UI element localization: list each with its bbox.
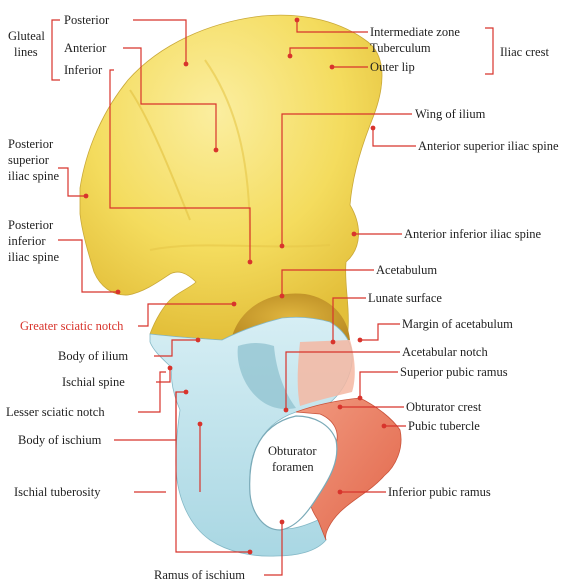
label-margin-of-acetabulum: Margin of acetabulum bbox=[402, 317, 513, 331]
label-inferior-pubic-ramus: Inferior pubic ramus bbox=[388, 485, 491, 499]
label-anterior-superior-iliac-spine: Anterior superior iliac spine bbox=[418, 139, 559, 153]
label-psis-line3: iliac spine bbox=[8, 169, 59, 183]
gluteal-lines-label-line2: lines bbox=[14, 45, 38, 59]
label-piis-line3: iliac spine bbox=[8, 250, 59, 264]
label-lunate-surface: Lunate surface bbox=[368, 291, 442, 305]
label-obturator-crest: Obturator crest bbox=[406, 400, 482, 414]
label-ramus-of-ischium: Ramus of ischium bbox=[154, 568, 245, 580]
label-lesser-sciatic-notch: Lesser sciatic notch bbox=[6, 405, 105, 419]
label-inferior: Inferior bbox=[64, 63, 103, 77]
label-ischial-tuberosity: Ischial tuberosity bbox=[14, 485, 101, 499]
label-anterior-inferior-iliac-spine: Anterior inferior iliac spine bbox=[404, 227, 542, 241]
ilium-wing bbox=[80, 15, 382, 340]
label-outer-lip: Outer lip bbox=[370, 60, 415, 74]
label-superior-pubic-ramus: Superior pubic ramus bbox=[400, 365, 508, 379]
label-body-of-ischium: Body of ischium bbox=[18, 433, 102, 447]
label-posterior: Posterior bbox=[64, 13, 110, 27]
label-anterior: Anterior bbox=[64, 41, 107, 55]
label-acetabulum: Acetabulum bbox=[376, 263, 437, 277]
label-piis-line1: Posterior bbox=[8, 218, 54, 232]
hip-bone bbox=[80, 15, 401, 556]
label-wing-of-ilium: Wing of ilium bbox=[415, 107, 486, 121]
pubis-upper bbox=[298, 340, 355, 406]
label-greater-sciatic-notch: Greater sciatic notch bbox=[20, 319, 124, 333]
label-intermediate-zone: Intermediate zone bbox=[370, 25, 460, 39]
label-piis-line2: inferior bbox=[8, 234, 46, 248]
label-pubic-tubercle: Pubic tubercle bbox=[408, 419, 480, 433]
label-psis-line2: superior bbox=[8, 153, 50, 167]
label-obturator-foramen-line1: Obturator bbox=[268, 444, 317, 458]
gluteal-lines-label-line1: Gluteal bbox=[8, 29, 45, 43]
label-obturator-foramen-line2: foramen bbox=[272, 460, 314, 474]
iliac-crest-label: Iliac crest bbox=[500, 45, 549, 59]
label-tuberculum: Tuberculum bbox=[370, 41, 431, 55]
label-ischial-spine: Ischial spine bbox=[62, 375, 125, 389]
label-psis-line1: Posterior bbox=[8, 137, 54, 151]
label-body-of-ilium: Body of ilium bbox=[58, 349, 128, 363]
label-acetabular-notch: Acetabular notch bbox=[402, 345, 488, 359]
